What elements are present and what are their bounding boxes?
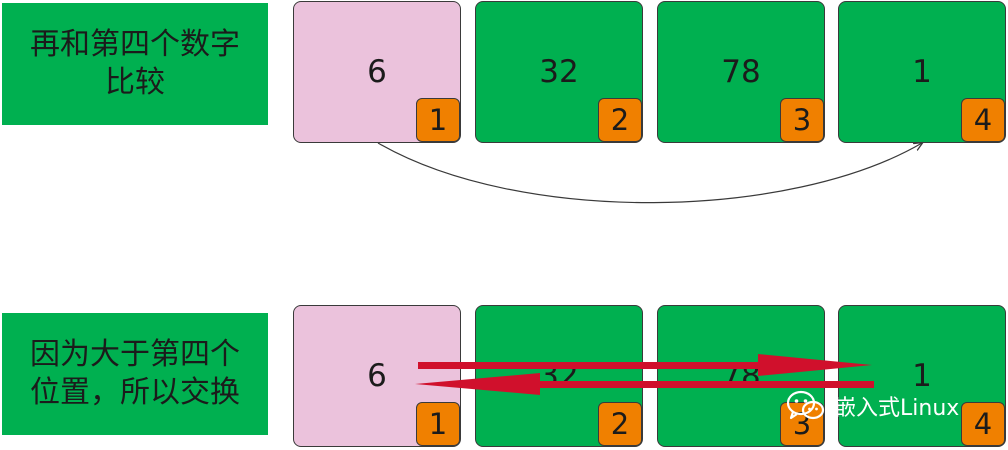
step-label-line: 比较 xyxy=(105,65,165,100)
step-label-line: 位置，所以交换 xyxy=(30,375,240,410)
cell-index-badge: 4 xyxy=(961,402,1005,446)
cell-index-badge: 1 xyxy=(416,402,460,446)
array-cell-2: 32 2 xyxy=(475,1,643,143)
array-cell-4: 1 4 xyxy=(838,305,1006,447)
cell-index-badge: 3 xyxy=(780,98,824,142)
cell-value: 1 xyxy=(912,358,932,394)
step-label-line: 再和第四个数字 xyxy=(30,27,240,62)
cell-value: 6 xyxy=(367,54,387,90)
step-label-line: 因为大于第四个 xyxy=(30,337,240,372)
array-cell-4: 1 4 xyxy=(838,1,1006,143)
swap-arrow-left xyxy=(415,373,874,395)
array-cell-1: 6 1 xyxy=(293,305,461,447)
cell-value: 32 xyxy=(539,54,579,90)
array-cell-2: 32 2 xyxy=(475,305,643,447)
step-label-swap: 因为大于第四个 位置，所以交换 xyxy=(2,313,268,435)
array-cell-1: 6 1 xyxy=(293,1,461,143)
step-label-compare: 再和第四个数字 比较 xyxy=(2,3,268,125)
swap-arrow-right xyxy=(418,354,872,376)
cell-index-badge: 1 xyxy=(416,98,460,142)
array-cell-3: 78 3 xyxy=(657,1,825,143)
array-cell-3: 78 3 xyxy=(657,305,825,447)
watermark: 嵌入式Linux xyxy=(786,388,959,424)
cell-index-badge: 2 xyxy=(598,98,642,142)
cell-index-badge: 2 xyxy=(598,402,642,446)
cell-value: 1 xyxy=(912,54,932,90)
compare-arrow xyxy=(377,143,922,204)
wechat-icon xyxy=(786,390,825,420)
cell-value: 6 xyxy=(367,358,387,394)
cell-value: 78 xyxy=(721,54,761,90)
watermark-text: 嵌入式Linux xyxy=(834,396,960,421)
cell-index-badge: 4 xyxy=(961,98,1005,142)
